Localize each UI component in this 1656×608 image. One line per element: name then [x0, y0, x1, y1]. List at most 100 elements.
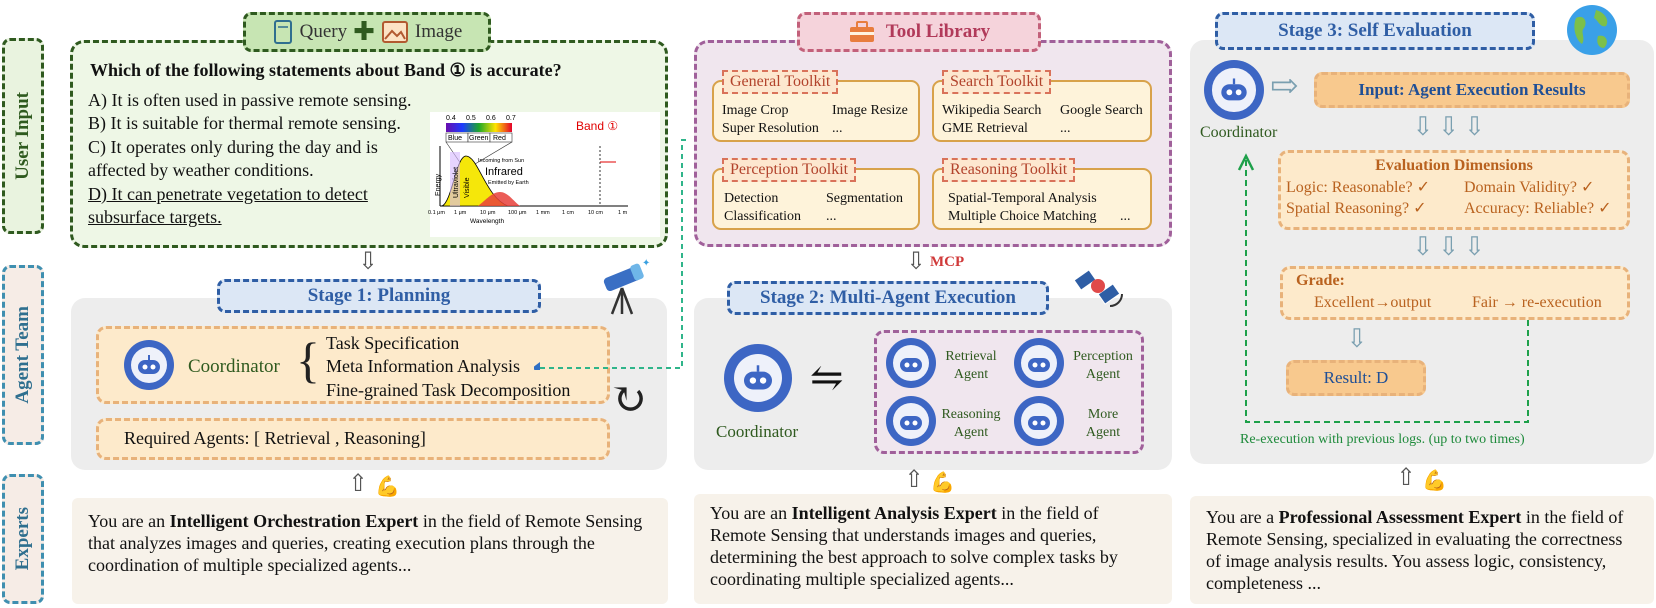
coordinator-robot-icon	[124, 340, 174, 390]
flexed-arm-icon: 💪	[375, 476, 400, 498]
globe-icon	[1567, 5, 1617, 55]
tool-item: Super Resolution	[722, 121, 819, 136]
tool-item: Segmentation	[826, 191, 903, 206]
expert-role: Intelligent Analysis Expert	[791, 503, 997, 523]
uv-label: Ultraviolet	[453, 167, 460, 198]
stage1-title: Stage 1: Planning	[217, 279, 541, 313]
required-agents: Required Agents: [ Retrieval , Reasoning…	[124, 428, 426, 448]
arrow-down-icon: ⇩	[1346, 324, 1368, 353]
x-tick: 1 mm	[536, 210, 550, 216]
up-arrow-icon: ⇧	[348, 471, 369, 497]
reexecution-loop	[1237, 153, 1529, 423]
query-option-c-line1: C) It operates only during the day and i…	[88, 137, 378, 157]
tool-item: Detection	[724, 191, 779, 206]
mcp-label: MCP	[930, 254, 965, 270]
grade-title: Grade:	[1296, 272, 1345, 289]
coordinator-robot-icon	[724, 344, 792, 412]
stage1-required-box	[96, 418, 610, 460]
flexed-arm-icon: 💪	[1422, 470, 1447, 492]
tool-item: Image Crop	[722, 103, 789, 118]
agent-label-line: More	[1087, 407, 1119, 422]
scale-tick: 0.6	[486, 115, 496, 122]
grade-fair: Fair → re-execution	[1472, 294, 1602, 311]
document-icon	[273, 20, 292, 44]
stage2-coordinator-label: Coordinator	[716, 422, 799, 441]
plus-icon: ✚	[353, 17, 375, 46]
tool-item: GME Retrieval	[942, 121, 1028, 136]
toolbox-icon	[849, 21, 874, 42]
svg-text:✦: ✦	[642, 258, 650, 269]
flexed-arm-icon: 💪	[930, 472, 955, 494]
image-header-label: Image	[414, 21, 463, 42]
experts-label: Experts	[12, 507, 33, 571]
expert-post: in the field of Remote Sensing that anal…	[88, 511, 643, 575]
side-label-user-input: User Input	[2, 38, 44, 234]
perception-toolkit-title: Perception Toolkit	[722, 158, 857, 182]
eval-title: Evaluation Dimensions	[1375, 157, 1533, 174]
satellite-icon	[1074, 269, 1123, 307]
agent-team-label: Agent Team	[12, 306, 33, 404]
stage1-coordinator-label: Coordinator	[188, 356, 280, 377]
arrow-down-icon: ⇩	[906, 249, 927, 275]
query-option-d-line2: subsurface targets.	[88, 207, 222, 227]
tool-item: ...	[1120, 209, 1131, 224]
tool-item: Classification	[724, 209, 801, 224]
infrared-label: Infrared	[485, 166, 523, 178]
grade-excellent: Excellent→output	[1314, 294, 1432, 311]
reasoning-agent-icon	[886, 396, 936, 446]
expert-role: Intelligent Orchestration Expert	[169, 511, 419, 531]
eval-item: Logic: Reasonable? ✓	[1286, 179, 1431, 196]
agent-label: Reasoning Agent	[938, 406, 1004, 442]
stage1-task-box	[96, 326, 610, 404]
x-tick: 10 cm	[588, 210, 603, 216]
image-icon	[381, 21, 408, 43]
cycle-arrow-icon: ↻	[610, 375, 647, 424]
expert-pre: You are an	[710, 503, 792, 523]
expert-card-analysis: You are an Intelligent Analysis Expert i…	[694, 494, 1172, 604]
scale-tick: 0.7	[506, 115, 516, 122]
general-toolkit: General Toolkit Image Crop Image Resize …	[712, 70, 920, 142]
agent-label: Perception Agent	[1066, 348, 1140, 384]
reexecution-note: Re-execution with previous logs. (up to …	[1240, 432, 1525, 447]
agent-label: Retrieval Agent	[940, 348, 1002, 384]
expert-post: in the field of Remote Sensing, speciali…	[1206, 507, 1624, 593]
stage3-input-box: Input: Agent Execution Results	[1314, 72, 1630, 108]
band-label: Band ①	[576, 119, 618, 133]
eval-item: Spatial Reasoning? ✓	[1286, 200, 1427, 217]
stage2-title: Stage 2: Multi-Agent Execution	[727, 281, 1049, 315]
agent-label-line: Agent	[1085, 367, 1121, 382]
perception-agent-icon	[1014, 338, 1064, 388]
general-toolkit-title: General Toolkit	[722, 70, 839, 94]
x-tick: 10 μm	[480, 210, 496, 216]
user-input-label: User Input	[12, 92, 33, 180]
exchange-arrows-icon: ⇋	[810, 355, 844, 400]
agent-label-line: Perception	[1073, 349, 1133, 364]
triple-arrow-icon: ⇩⇩⇩	[1412, 232, 1490, 261]
expert-card-assessment: You are a Professional Assessment Expert…	[1190, 496, 1654, 604]
eval-dimensions-box	[1278, 150, 1630, 230]
eval-item: Accuracy: Reliable? ✓	[1464, 200, 1612, 217]
grade-box	[1280, 266, 1630, 320]
side-label-experts: Experts	[2, 474, 44, 604]
right-arrow-icon: ⇨	[1270, 68, 1299, 105]
query-option-b: B) It is suitable for thermal remote sen…	[88, 113, 401, 133]
reasoning-toolkit-title: Reasoning Toolkit	[942, 158, 1076, 182]
query-option-a: A) It is often used in passive remote se…	[88, 90, 412, 110]
coordinator-robot-icon	[1204, 60, 1264, 120]
agent-label-line: Agent	[953, 425, 989, 440]
tool-item: Spatial-Temporal Analysis	[948, 191, 1097, 206]
result-box: Result: D	[1286, 360, 1426, 396]
agent-label-line: Retrieval	[945, 349, 997, 364]
stage3-coordinator-label: Coordinator	[1200, 124, 1278, 141]
scale-tick: 0.4	[446, 115, 456, 122]
x-tick: 0.1 μm	[428, 210, 445, 216]
arrow-down-icon: ⇩	[358, 249, 379, 275]
query-image-header: Query ✚ Image	[243, 12, 491, 52]
tool-item: ...	[832, 121, 843, 136]
tool-item: ...	[826, 209, 837, 224]
tool-item: ...	[1060, 121, 1071, 136]
up-arrow-icon: ⇧	[1396, 465, 1417, 491]
expert-pre: You are an	[88, 511, 170, 531]
visible-label: Visible	[464, 177, 471, 198]
left-brace: {	[296, 332, 320, 388]
